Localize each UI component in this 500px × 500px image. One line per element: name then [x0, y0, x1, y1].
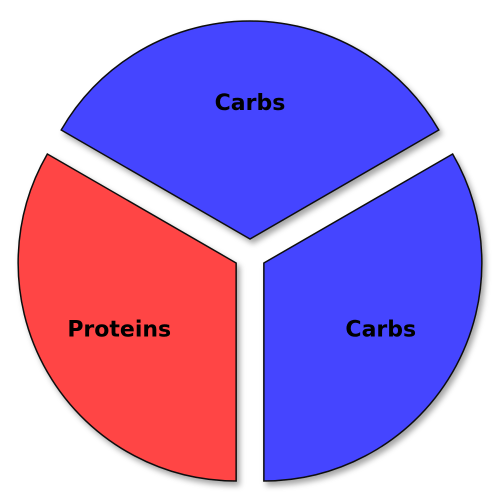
pie-slice-carbs-0 — [60, 20, 440, 240]
pie-slice-carbs-1 — [263, 152, 483, 482]
pie-label-carbs-1: Carbs — [345, 318, 416, 343]
pie-label-proteins-2: Proteins — [67, 318, 171, 343]
pie-label-carbs-0: Carbs — [215, 91, 286, 116]
pie-slice-proteins-2 — [17, 152, 237, 482]
